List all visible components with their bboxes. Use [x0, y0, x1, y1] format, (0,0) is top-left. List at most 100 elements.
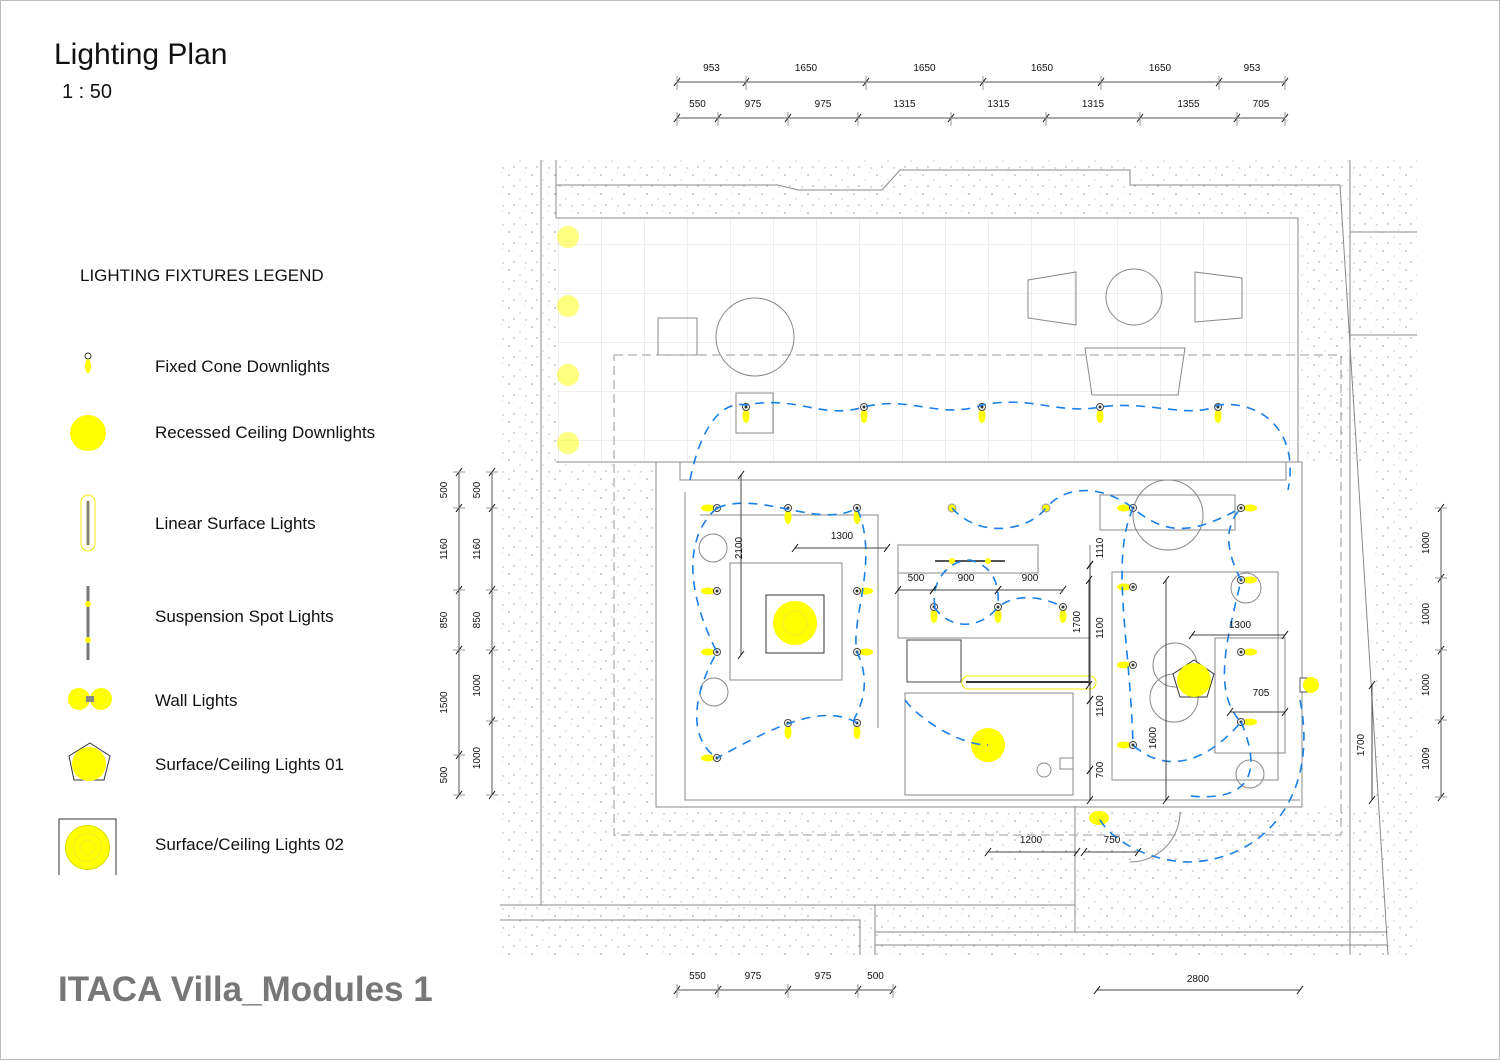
legend-item-wall-light: Wall Lights: [58, 670, 418, 730]
dimension-label: 1700: [1072, 610, 1083, 633]
dimension-label: 975: [815, 99, 832, 110]
square-ceiling-light-icon: [58, 818, 117, 875]
dimension-label: 1000: [472, 674, 483, 697]
cone-downlight: [1117, 741, 1137, 749]
legend-label: Linear Surface Lights: [155, 514, 316, 533]
cone-downlight: [701, 587, 721, 595]
dimension-label: 1315: [1082, 99, 1105, 110]
dimension: 1300: [791, 531, 891, 553]
dimension-label: 1100: [1095, 695, 1106, 717]
dimension-label: 1009: [1421, 747, 1432, 770]
dimension-label: 1315: [987, 99, 1010, 110]
pentagon-ceiling-light-icon: [68, 742, 111, 781]
dimension-label: 975: [745, 971, 762, 982]
dimension-label: 1000: [472, 746, 483, 769]
dimension-label: 900: [958, 573, 975, 584]
terrain: [500, 160, 1417, 955]
dimension-label: 975: [745, 99, 762, 110]
cone-downlight: [994, 603, 1002, 623]
dimension-label: 1000: [1421, 602, 1432, 625]
dimension-label: 953: [1244, 63, 1261, 74]
recessed-downlight-icon: [70, 415, 106, 451]
terrace-recessed-lights: [557, 226, 579, 454]
cone-downlight: [784, 504, 792, 524]
dimension-label: 1000: [1421, 673, 1432, 696]
dimension: 1200: [984, 835, 1081, 857]
dimension-label: 500: [439, 481, 450, 498]
cone-downlights: [701, 403, 1257, 762]
dimension: 1600: [1148, 575, 1170, 805]
cone-downlight: [742, 403, 750, 423]
dimension-label: 1160: [439, 538, 450, 560]
dimension-label: 550: [689, 971, 706, 982]
cone-downlight: [701, 648, 721, 656]
dimension-label: 705: [1253, 99, 1270, 110]
dimension-label: 750: [1104, 835, 1121, 846]
wall-light-icon: [68, 688, 112, 710]
cone-downlight: [930, 603, 938, 623]
dimension: 900: [994, 573, 1067, 595]
dimension-label: 550: [689, 99, 706, 110]
linear-light-icon: [80, 494, 96, 552]
dimension-label: 1650: [1149, 63, 1172, 74]
legend-item-recessed-downlight: Recessed Ceiling Downlights: [58, 402, 418, 462]
cone-downlight-icon: [84, 352, 92, 373]
legend-item-pentagon-ceiling-light: Surface/Ceiling Lights 01: [58, 734, 418, 794]
dimension-label: 1355: [1177, 99, 1200, 110]
dimension: 1700: [1072, 575, 1093, 690]
dimension-label: 500: [867, 971, 884, 982]
dimension: 750: [1080, 835, 1142, 857]
legend-label: Fixed Cone Downlights: [155, 357, 330, 376]
cone-downlight: [1237, 504, 1257, 512]
dimension-label: 500: [472, 481, 483, 498]
cone-downlight: [701, 754, 721, 762]
cone-downlight: [1096, 403, 1104, 423]
walls: [500, 160, 1417, 956]
dimension-label: 1100: [1095, 617, 1106, 639]
legend-item-linear-light: Linear Surface Lights: [58, 493, 418, 553]
suspension-spot-light: [935, 558, 1005, 564]
dimension: 2100: [734, 470, 745, 660]
legend-item-square-ceiling-light: Surface/Ceiling Lights 02: [58, 815, 418, 875]
dimension-label: 500: [439, 766, 450, 783]
drawing-scale: 1 : 50: [62, 81, 113, 103]
dimension-label: 1110: [1095, 537, 1106, 558]
top-dimension-row-2: 550 975 975 1315 1315 1315 1355 705: [673, 99, 1289, 126]
dimension-label: 700: [1095, 761, 1106, 778]
legend-label: Surface/Ceiling Lights 01: [155, 755, 345, 774]
dimension-label: 1650: [1031, 63, 1054, 74]
dimension-label: 1650: [913, 63, 936, 74]
cone-downlight: [860, 403, 868, 423]
legend-title: LIGHTING FIXTURES LEGEND: [80, 266, 324, 285]
suspension-spot-icon: [85, 586, 91, 660]
dimension: 705: [1226, 688, 1289, 717]
cone-downlight: [1117, 583, 1137, 591]
dimension-label: 975: [815, 971, 832, 982]
legend-item-suspension-spot: Suspension Spot Lights: [58, 586, 418, 660]
legend-label: Recessed Ceiling Downlights: [155, 423, 376, 442]
pentagon-ceiling-light: [1172, 659, 1215, 698]
switching-circuits: [689, 401, 1305, 863]
dimension: 1100: [1086, 695, 1106, 717]
dimension: 700: [1086, 761, 1106, 778]
dimension-label: 1600: [1148, 726, 1159, 749]
square-ceiling-light: [765, 594, 825, 654]
dimension-label: 850: [472, 611, 483, 628]
dimension-label: 900: [1022, 573, 1039, 584]
legend-item-cone-downlight: Fixed Cone Downlights: [58, 336, 418, 396]
dimension-label: 1500: [439, 691, 450, 714]
wall-light: [1089, 811, 1109, 825]
dimension-label: 2800: [1187, 974, 1210, 985]
dimension-label: 2100: [734, 536, 745, 559]
linear-surface-light: [961, 675, 1097, 690]
legend-label: Suspension Spot Lights: [155, 607, 334, 626]
cone-downlight: [1059, 603, 1067, 623]
cone-downlight: [1117, 504, 1137, 512]
dimension-label: 1315: [893, 99, 916, 110]
